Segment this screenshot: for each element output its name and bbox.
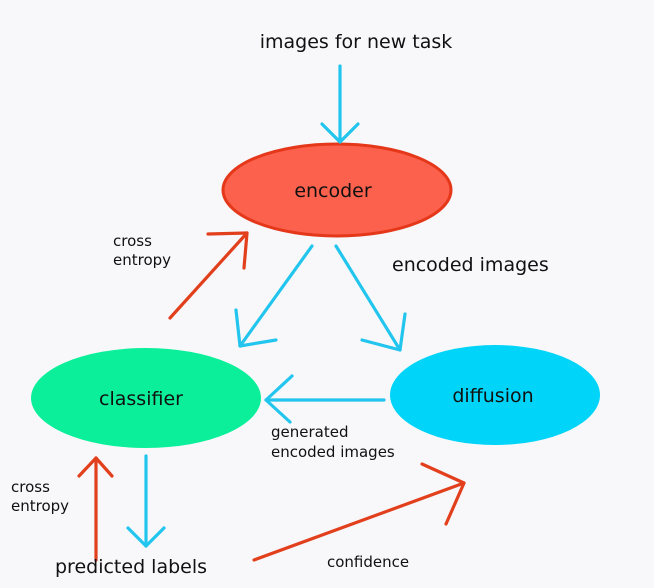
classifier-node: classifier [31,348,261,448]
cross-entropy-bottom-label-line1: cross [11,478,50,496]
cross-entropy-top-label-line1: cross [113,232,152,250]
encoder-label: encoder [294,180,372,202]
arrow-encoder-to-classifier [234,244,314,348]
encoded-images-label: encoded images [392,254,549,276]
arrow-input-to-encoder [320,64,360,144]
predicted-labels-label: predicted labels [55,556,207,578]
confidence-label: confidence [327,553,409,571]
cross-entropy-bottom-label-line2: entropy [11,497,69,515]
arrow-cross-entropy-top [168,231,249,320]
arrow-diffusion-to-classifier [264,374,386,424]
arrow-classifier-to-predicted [126,454,166,548]
encoder-shape [221,142,453,238]
encoder-node: encoder [221,142,453,238]
diffusion-label: diffusion [452,385,533,407]
generated-label-line1: generated [271,423,348,441]
classifier-shape [31,348,261,448]
cross-entropy-top-label-line2: entropy [113,251,171,269]
generated-label-line2: encoded images [271,443,395,461]
diffusion-node: diffusion [390,345,600,445]
arrow-encoder-to-diffusion [334,244,407,352]
diffusion-shape [390,345,600,445]
arrow-confidence [252,462,466,562]
classifier-label: classifier [99,388,183,410]
input-label: images for new task [260,31,453,53]
arrow-cross-entropy-bottom [77,456,114,562]
